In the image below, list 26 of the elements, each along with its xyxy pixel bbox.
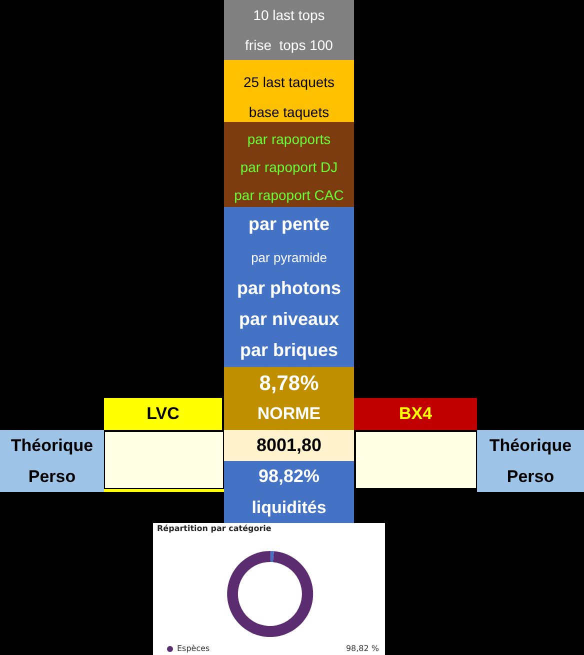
menu-link: par pyramide: [251, 250, 327, 264]
menu-link: 25 last taquets: [243, 74, 335, 90]
menu-link: par rapoport DJ: [240, 159, 338, 175]
menu-link: frise tops 100: [245, 37, 333, 53]
menu-link: par niveaux: [238, 309, 340, 330]
legend-value: 98,82 %: [346, 644, 379, 653]
column-header: NORME: [257, 404, 321, 424]
menu-link: par photons: [237, 278, 341, 299]
row-label: Perso: [28, 466, 76, 486]
percentage-value: 8,78%: [259, 372, 319, 396]
row-label: Théorique: [489, 436, 572, 456]
menu-link: par briques: [240, 340, 338, 361]
legend-label: Espèces: [177, 644, 210, 653]
column-header: LVC: [146, 404, 180, 424]
menu-link: base taquets: [248, 104, 330, 120]
menu-link: par rapoport CAC: [234, 187, 344, 203]
row-label: Perso: [506, 466, 554, 486]
menu-link: liquidités: [252, 498, 326, 518]
menu-link: 10 last tops: [253, 7, 325, 23]
value-text: 8001,80: [256, 435, 322, 456]
column-header: BX4: [398, 404, 432, 424]
chart-title: Répartition par catégorie: [157, 524, 272, 533]
row-label: Théorique: [10, 436, 94, 456]
menu-link: par rapoports: [247, 131, 331, 147]
percentage-value: 98,82%: [258, 466, 320, 487]
menu-link: par pente: [248, 214, 330, 235]
